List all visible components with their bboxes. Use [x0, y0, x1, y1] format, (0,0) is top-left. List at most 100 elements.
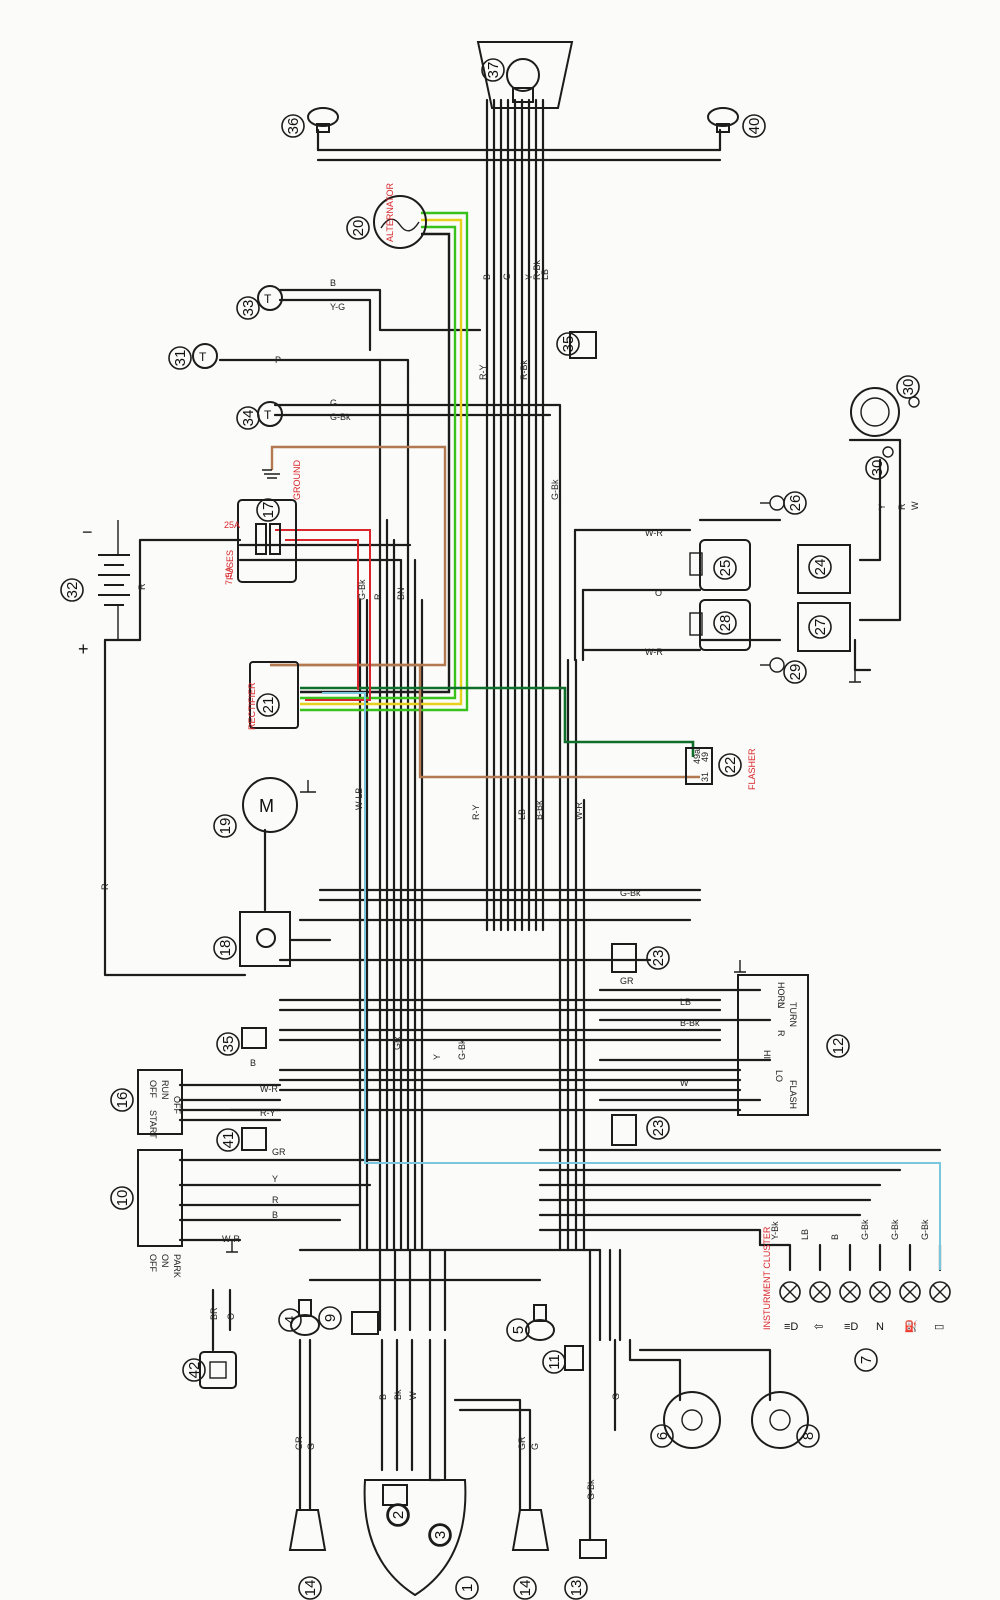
temperature-sender: T: [192, 343, 218, 369]
callout-circle: [896, 375, 920, 399]
callout-circle: [278, 1308, 302, 1332]
callout-circle: [256, 498, 280, 522]
callout-circle: [298, 1576, 322, 1600]
alternator-wires: [300, 211, 469, 712]
connector-block-rear: [569, 331, 597, 359]
flasher-relay: [685, 747, 713, 785]
code-b-trunk: B: [482, 274, 492, 280]
callout-circle: [455, 1576, 479, 1600]
callout-circle: [718, 753, 742, 777]
instrument-lamps: [779, 1281, 951, 1303]
speed-sensor: [579, 1539, 607, 1559]
callout-number: 25: [717, 560, 734, 577]
callout-circle: [213, 814, 237, 838]
callout-number: 40: [746, 118, 763, 135]
code-bbk-mid: B-Bk: [534, 800, 544, 820]
ground-label: GROUND: [292, 460, 302, 500]
ignition-switch: OFF ON PARK: [137, 1149, 183, 1278]
code-gbk-left: G-Bk: [457, 1039, 467, 1060]
turn-label: TURN: [788, 1002, 798, 1027]
component-callout-35a: 35: [556, 332, 580, 356]
fuses-label: FUSES: [225, 550, 235, 580]
flasher-terminal-49a: 49a: [692, 749, 702, 764]
code-y-trunk: Y: [524, 274, 534, 280]
connector-block-mid: [241, 1027, 267, 1049]
turn-symbol: ⇦: [814, 1321, 823, 1333]
rectifier: [249, 661, 299, 729]
component-callout-14b: 14: [513, 1576, 537, 1600]
flasher-terminal-31: 31: [700, 772, 710, 782]
ignition-off: OFF: [148, 1254, 158, 1272]
ground-symbols: [226, 469, 861, 1253]
component-callout-37: 37: [481, 58, 505, 82]
ground-wires: [270, 445, 700, 779]
callout-number: 30: [869, 460, 886, 477]
callout-circle: [646, 1116, 670, 1140]
callout-circle: [346, 216, 370, 240]
callout-number: 41: [220, 1132, 237, 1149]
battery-minus: −: [82, 522, 93, 542]
fuse-box: 25A 7.5A: [224, 499, 297, 585]
component-callout-36: 36: [281, 114, 305, 138]
component-callout-33: 33: [236, 296, 260, 320]
rear-left-turn-signal: [307, 107, 339, 133]
component-callout-20: 20: [346, 216, 370, 240]
component-callout-19: 19: [213, 814, 237, 838]
stop-switch-run: RUN: [160, 1080, 170, 1100]
callout-circle: [481, 58, 505, 82]
tail-light: [476, 41, 574, 109]
callout-number: 29: [787, 664, 804, 681]
callout-circle: [796, 1424, 820, 1448]
callout-circle: [386, 1503, 410, 1527]
battery-symbol: ▭: [934, 1321, 944, 1333]
code-ybk-lamp: Y-Bk: [770, 1221, 780, 1240]
neutral-symbol: N: [876, 1321, 884, 1333]
code-r-relay: R: [100, 883, 110, 890]
callout-circle: [713, 556, 737, 580]
code-wr-ign: W-R: [222, 1234, 240, 1244]
callout-circle: [60, 578, 84, 602]
tachometer: [751, 1391, 809, 1449]
code-gr-ign: GR: [272, 1147, 286, 1157]
component-callout-3: 3: [428, 1523, 452, 1547]
callout-number: 34: [240, 410, 257, 427]
engine-stop-switch: OFF RUN OFF START: [137, 1069, 183, 1139]
svg-text:T: T: [264, 292, 272, 306]
brake-light-switch: [199, 1351, 237, 1389]
callout-circle: [168, 346, 192, 370]
callout-number: 6: [654, 1432, 671, 1440]
connector-block-23-lower: [611, 1114, 637, 1146]
fuse-25a-label: 25A: [224, 520, 240, 530]
callout-circle: [318, 1306, 342, 1330]
callout-number: 26: [787, 495, 804, 512]
callout-number: 3: [432, 1531, 449, 1539]
callout-circle: [865, 456, 889, 480]
code-gbk-lamp: G-Bk: [860, 1219, 870, 1240]
code-br-brake: BR: [209, 1307, 219, 1320]
callout-number: 33: [240, 300, 257, 317]
callout-number: 4: [282, 1316, 299, 1324]
dash-symbols: ≡D ⇦ ≡D N ⛽ ▭: [784, 1320, 944, 1333]
pickup-coil: [850, 387, 920, 458]
code-lb-turn: LB: [680, 997, 691, 1007]
component-callout-29: 29: [783, 660, 807, 684]
callout-number: 23: [650, 950, 667, 967]
instrument-blue-wire: [322, 692, 941, 1270]
component-callout-2: 2: [386, 1503, 410, 1527]
svg-text:M: M: [259, 796, 274, 816]
ignition-on: ON: [160, 1254, 170, 1268]
code-rbk-trunk-2: R-Bk: [519, 360, 529, 380]
beam-symbol: ≡D: [844, 1321, 858, 1333]
stop-switch-off-2: OFF: [172, 1096, 182, 1114]
component-callout-14a: 14: [298, 1576, 322, 1600]
code-lb-lamp: LB: [800, 1229, 810, 1240]
code-yg-33: Y-G: [330, 302, 345, 312]
code-w-flash: W: [680, 1078, 689, 1088]
component-callout-9: 9: [318, 1306, 342, 1330]
code-g-trunk: G: [502, 273, 512, 280]
callout-number: 30: [900, 379, 917, 396]
alternator: [373, 195, 427, 249]
fuse-75a-label: 7.5A: [224, 566, 234, 585]
callout-number: 11: [546, 1354, 563, 1370]
